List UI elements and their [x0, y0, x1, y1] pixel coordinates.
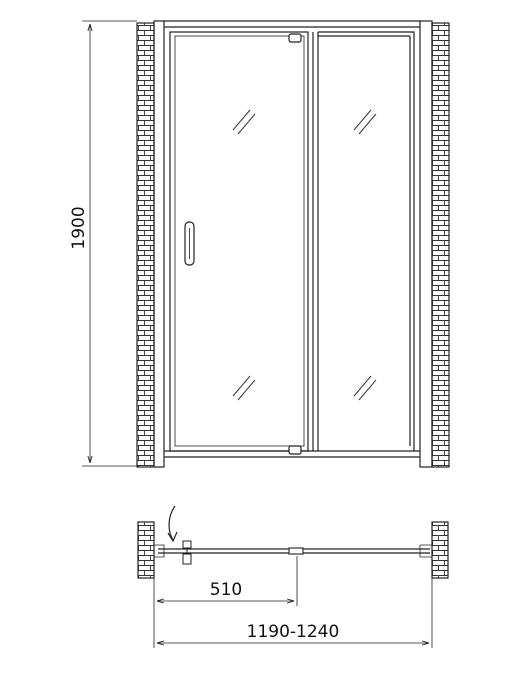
top-frame [164, 20, 420, 28]
plan-view: 510 1190-1240 [137, 505, 449, 648]
glass-reflection-icon [353, 375, 377, 401]
hinge-icon [288, 33, 302, 43]
glass-reflection-icon [232, 109, 256, 135]
plan-hinge-icon [288, 547, 304, 555]
right-wall-profile [419, 20, 433, 468]
door-handle-icon [184, 221, 195, 266]
door-width-dimension: 510 [153, 556, 298, 606]
height-label: 1900 [69, 206, 89, 249]
right-brick-wall [431, 22, 450, 468]
left-brick-wall [137, 521, 155, 579]
glass-reflection-icon [353, 109, 377, 135]
total-width-dimension: 1190-1240 [153, 578, 433, 648]
door-panel-outer [169, 31, 309, 452]
plan-profiles [154, 544, 432, 558]
left-brick-wall [136, 22, 155, 468]
front-elevation: 1900 [69, 20, 450, 468]
left-wall-profile [153, 20, 165, 468]
glass-reflection-icon [232, 375, 256, 401]
total-width-label: 1190-1240 [247, 622, 340, 642]
fixed-panel [312, 31, 415, 451]
door-panel-inner [174, 35, 305, 447]
plan-handle-icon [182, 540, 192, 565]
door-swing-arrow-icon [167, 505, 178, 543]
hinge-icon [288, 445, 302, 455]
door-width-label: 510 [210, 580, 242, 600]
right-brick-wall [431, 521, 449, 579]
height-dimension: 1900 [69, 20, 137, 467]
